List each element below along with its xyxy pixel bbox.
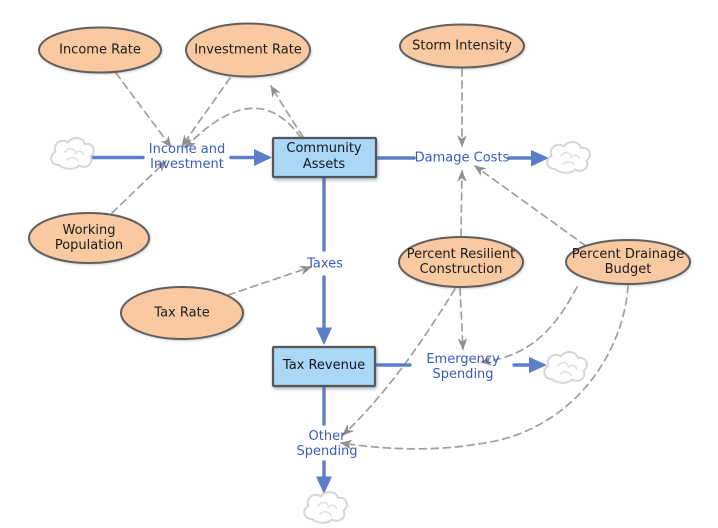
link-percent-drainage-budget-to-other-spending[interactable] (339, 285, 629, 450)
link-percent-resilient-construction-to-other-spending[interactable] (342, 288, 456, 436)
label-line: Tax Rate (154, 305, 210, 321)
flow-emergency-spending[interactable] (375, 357, 547, 373)
flow-arrowhead (254, 149, 272, 166)
label-line: Spending (432, 367, 494, 382)
flow-damage-costs[interactable] (375, 150, 549, 167)
variable-label-working-population: Working Population (55, 223, 123, 253)
label-line: Percent Resilient (406, 247, 516, 262)
label-line: Taxes (307, 256, 343, 272)
link-tax-rate-to-taxes[interactable] (227, 265, 313, 296)
label-line: Community (286, 141, 362, 156)
flow-arrowhead (529, 357, 547, 373)
flow-income-and-investment[interactable] (89, 149, 272, 166)
link-percent-resilient-construction-to-damage-costs[interactable] (456, 169, 467, 237)
variable-percent-drainage-budget[interactable] (565, 239, 691, 285)
cloud-sink-damage-costs[interactable] (546, 140, 591, 174)
variable-storm-intensity[interactable] (399, 23, 525, 69)
variable-label-tax-rate: Tax Rate (154, 306, 209, 321)
stock-label-community-assets: Community Assets (286, 141, 361, 173)
link-percent-drainage-budget-to-emergency-spending[interactable] (479, 286, 578, 366)
cloud-sink-other-spending[interactable] (303, 490, 348, 524)
link-percent-drainage-budget-to-damage-costs[interactable] (474, 165, 587, 247)
label-line: Assets (302, 157, 346, 172)
flow-label-other-spending[interactable]: Other Spending (296, 429, 357, 459)
stock-tax-revenue[interactable] (271, 345, 377, 388)
variable-label-income-rate: Income Rate (59, 43, 141, 58)
variable-tax-rate[interactable] (120, 286, 244, 340)
variable-working-population[interactable] (28, 212, 150, 264)
link-investment-rate-to-income-and-investment[interactable] (181, 77, 231, 147)
label-line: Emergency (426, 352, 500, 367)
flow-label-income-and-investment[interactable]: Income and Investment (149, 142, 225, 172)
link-community-assets-to-investment-rate[interactable] (270, 85, 304, 138)
label-line: Population (54, 238, 124, 253)
label-line: Construction (419, 262, 503, 277)
label-line: Tax Revenue (282, 358, 366, 373)
label-line: Investment (150, 157, 224, 172)
flow-other-spending[interactable] (316, 385, 332, 494)
flow-arrowhead (531, 150, 549, 167)
label-line: Spending (296, 444, 358, 459)
link-community-assets-to-income-and-investment[interactable] (184, 107, 302, 149)
label-line: Income Rate (59, 42, 141, 58)
variable-investment-rate[interactable] (185, 22, 311, 78)
label-line: Working (62, 223, 116, 238)
label-line: Budget (604, 262, 652, 277)
label-line: Investment Rate (194, 42, 302, 58)
flow-label-emergency-spending[interactable]: Emergency Spending (426, 352, 499, 382)
variable-income-rate[interactable] (38, 26, 162, 74)
stock-label-tax-revenue: Tax Revenue (283, 358, 365, 374)
variable-percent-resilient-construction[interactable] (398, 236, 524, 288)
stock-community-assets[interactable] (271, 136, 378, 179)
label-line: Percent Drainage (571, 247, 685, 262)
label-line: Income and (148, 142, 226, 157)
label-line: Other (308, 429, 346, 444)
variable-label-investment-rate: Investment Rate (194, 43, 302, 58)
influence-links (111, 68, 629, 450)
cloud-sink-emergency-spending[interactable] (543, 350, 588, 384)
link-percent-resilient-construction-to-emergency-spending[interactable] (457, 287, 468, 351)
flow-label-damage-costs[interactable]: Damage Costs (415, 151, 510, 166)
link-working-population-to-income-and-investment[interactable] (111, 160, 167, 214)
flow-taxes[interactable] (316, 176, 332, 345)
variable-label-storm-intensity: Storm Intensity (412, 39, 512, 54)
cloud-source-income-and-investment[interactable] (50, 136, 95, 170)
variable-label-percent-resilient-construction: Percent Resilient Construction (407, 247, 515, 277)
link-income-rate-to-income-and-investment[interactable] (115, 72, 172, 148)
variable-label-percent-drainage-budget: Percent Drainage Budget (572, 247, 684, 277)
label-line: Damage Costs (414, 150, 510, 166)
flow-arrowhead (316, 476, 332, 494)
label-line: Storm Intensity (412, 38, 512, 54)
flow-arrowhead (316, 327, 332, 345)
flow-label-taxes[interactable]: Taxes (307, 257, 343, 272)
